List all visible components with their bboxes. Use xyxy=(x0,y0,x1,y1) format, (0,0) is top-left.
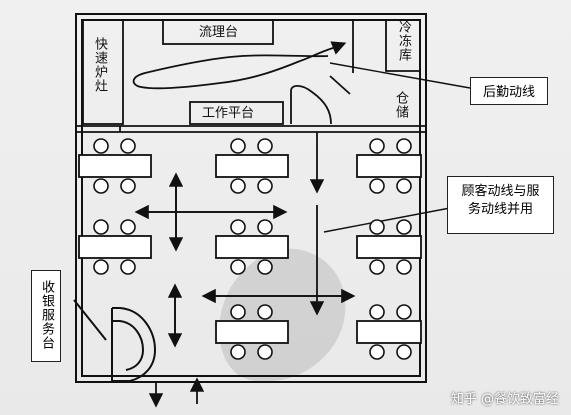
dining-table-group xyxy=(78,154,422,344)
cashier-counter xyxy=(73,299,157,382)
work-platform-label: 工作平台 xyxy=(202,106,255,121)
customer-service-flow-line-1: 顾客动线与服 xyxy=(461,184,540,199)
flow-table-label: 流理台 xyxy=(199,25,239,40)
cashier-callout: 收银服务台 xyxy=(31,270,61,362)
callout-leaders xyxy=(323,62,471,233)
kitchen-zone xyxy=(76,19,426,133)
customer-service-flow-line-2: 务动线并用 xyxy=(467,202,533,217)
customer-service-flows xyxy=(134,132,356,408)
storage-label: 仓储 xyxy=(393,91,408,119)
customer-service-flow-callout: 顾客动线与服 务动线并用 xyxy=(447,176,554,234)
work-platform-unit xyxy=(189,101,284,125)
watermark: 知乎 @餐饮致富经 xyxy=(450,392,559,407)
cashier-label: 收银服务台 xyxy=(39,280,54,350)
cold-storage-label: 冷冻库 xyxy=(396,20,411,62)
flow-table-unit xyxy=(162,19,274,45)
back-flow-path xyxy=(132,41,347,90)
back-flow-callout-text: 后勤动线 xyxy=(482,85,535,100)
back-flow-callout: 后勤动线 xyxy=(470,77,548,105)
background-shadow xyxy=(219,248,346,382)
quick-stove-unit xyxy=(82,19,124,125)
quick-stove-label: 快速炉灶 xyxy=(92,37,107,93)
chairs xyxy=(93,138,412,360)
